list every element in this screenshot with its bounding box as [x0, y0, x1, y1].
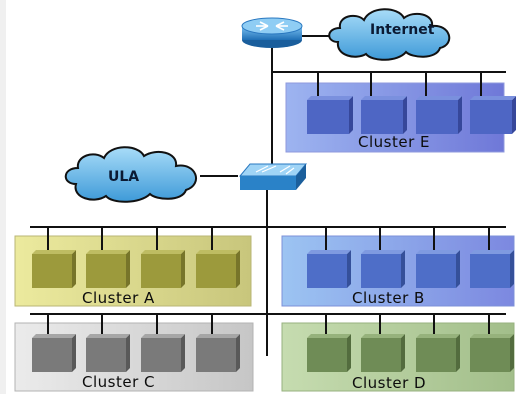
cluster-a-node-icon [196, 250, 240, 288]
internet-label: Internet [370, 22, 435, 38]
cluster-c-label: Cluster C [82, 373, 155, 391]
cluster-b-node-icon [470, 250, 514, 288]
cluster-a-label: Cluster A [82, 289, 155, 307]
network-links [30, 35, 506, 356]
cluster-d-node-icon [307, 334, 351, 372]
cluster-a-node-icon [141, 250, 185, 288]
cluster-e-node-icon [307, 96, 353, 134]
cluster-d-node-icon [416, 334, 460, 372]
cluster-d-node-icon [470, 334, 514, 372]
cluster-e-label: Cluster E [358, 133, 430, 151]
cluster-b-node-icon [307, 250, 351, 288]
ula-cloud-icon [64, 146, 198, 203]
router-icon[interactable] [241, 17, 303, 48]
cluster-e-node-icon [416, 96, 462, 134]
cluster-b-label: Cluster B [352, 289, 425, 307]
cluster-a-node-icon [86, 250, 130, 288]
cluster-c-node-icon [141, 334, 185, 372]
cluster-d-node-icon [361, 334, 405, 372]
cluster-a-node-icon [32, 250, 76, 288]
cluster-e-node-icon [470, 96, 516, 134]
internet-cloud-icon [328, 8, 451, 61]
cluster-b-node-icon [416, 250, 460, 288]
cluster-c-node-icon [32, 334, 76, 372]
cluster-b-node-icon [361, 250, 405, 288]
cluster-c-node-icon [196, 334, 240, 372]
cluster-e-node-icon [361, 96, 407, 134]
cluster-c-node-icon [86, 334, 130, 372]
left-edge-strip [0, 0, 6, 394]
cluster-d-label: Cluster D [352, 374, 427, 392]
ula-label: ULA [108, 169, 140, 185]
cluster-nodes [32, 96, 516, 372]
switch-icon[interactable] [238, 163, 308, 190]
